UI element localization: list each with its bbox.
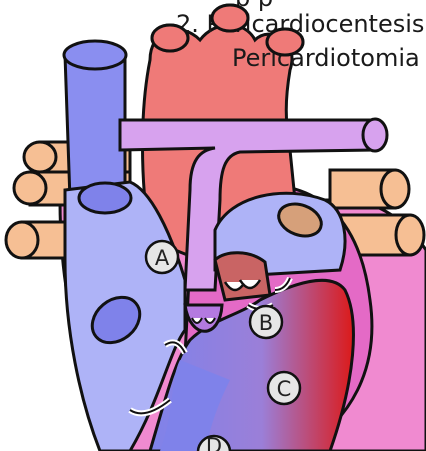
marker-c-label: C [277, 377, 292, 401]
superior-vena-cava [65, 55, 125, 200]
marker-d-label: D [206, 434, 222, 451]
marker-a-label: A [155, 246, 170, 270]
marker-c: C [268, 372, 300, 404]
marker-b-label: B [259, 311, 273, 335]
marker-a: A [146, 241, 178, 273]
aortic-valve-area [215, 253, 270, 300]
marker-b: B [250, 306, 282, 338]
vena-cava-opening [79, 183, 131, 213]
caption-line-2: Pericardiotomia [232, 44, 420, 72]
